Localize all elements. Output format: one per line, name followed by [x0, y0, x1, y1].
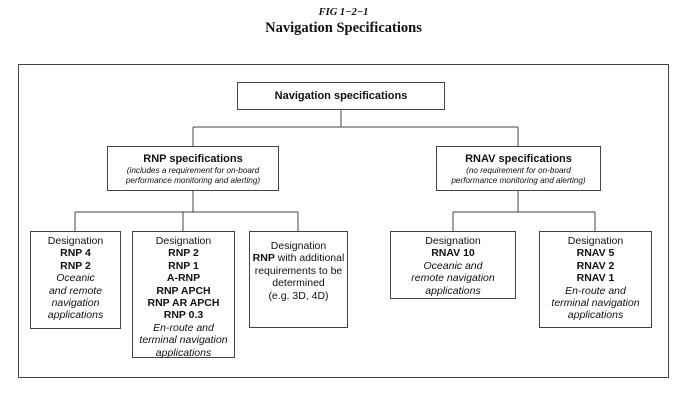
application-text: En-route and [153, 321, 214, 334]
designation-code: RNAV 2 [576, 259, 615, 272]
application-text: terminal navigation [551, 297, 640, 310]
rnp-enroute-designation-box: Designation RNP 2 RNP 1 A-RNP RNP APCH R… [132, 231, 235, 359]
rnav-oceanic-designation-box: Designation RNAV 10 Oceanic and remote n… [390, 231, 516, 299]
designation-line: RNP with additional [250, 252, 347, 264]
application-text: applications [567, 309, 624, 322]
rnav-specifications-box: RNAV specifications (no requirement for … [436, 146, 601, 191]
rnav-specifications-note-1: (no requirement for on-board [466, 166, 571, 175]
application-text: Oceanic [56, 272, 95, 285]
rnav-enroute-designation-box: Designation RNAV 5 RNAV 2 RNAV 1 En-rout… [539, 231, 652, 328]
rnp-specifications-box: RNP specifications (includes a requireme… [107, 146, 279, 191]
rnp-specifications-note-1: (includes a requirement for on-board [126, 166, 260, 175]
application-text: En-route and [565, 284, 626, 297]
designation-heading: Designation [270, 240, 327, 252]
application-text: applications [47, 309, 104, 322]
designation-code: A-RNP [166, 272, 201, 285]
application-text: applications [425, 284, 481, 297]
designation-line-rest: with additional [274, 252, 345, 265]
application-text: remote navigation [411, 272, 495, 285]
rnav-specifications-title: RNAV specifications [465, 153, 572, 165]
designation-code: RNAV 5 [576, 247, 615, 260]
application-text: Oceanic and [423, 259, 483, 272]
designation-code: RNP 4 [60, 247, 91, 260]
application-text: navigation [51, 297, 100, 310]
designation-code: RNP AR APCH [147, 297, 220, 310]
designation-code: RNP 0.3 [163, 309, 204, 322]
requirement-text: determined [272, 277, 325, 290]
navigation-specifications-box: Navigation specifications [237, 82, 445, 110]
diagram-frame [18, 64, 669, 378]
application-text: terminal navigation [139, 334, 228, 347]
rnav-specifications-note-2: performance monitoring and alerting) [451, 175, 586, 185]
rnp-oceanic-designation-box: Designation RNP 4 RNP 2 Oceanic and remo… [30, 231, 121, 329]
designation-code: RNP APCH [156, 284, 211, 297]
figure-title: Navigation Specifications [265, 20, 422, 36]
designation-heading: Designation [47, 235, 104, 247]
designation-code: RNP 2 [168, 247, 199, 260]
application-text: applications [155, 346, 212, 359]
requirement-text: requirements to be [254, 264, 343, 277]
designation-heading: Designation [425, 235, 481, 247]
designation-code: RNP [252, 252, 275, 265]
designation-heading: Designation [155, 235, 212, 247]
application-text: and remote [48, 284, 103, 297]
rnp-specifications-note-2: performance monitoring and alerting) [125, 175, 261, 185]
designation-code: RNAV 1 [576, 272, 615, 285]
rnp-specifications-title: RNP specifications [143, 153, 243, 165]
designation-code: RNP 2 [60, 259, 91, 272]
rnp-future-designation-box: Designation RNP with additional requirem… [249, 231, 348, 328]
requirement-text: (e.g. 3D, 4D) [268, 289, 329, 302]
designation-code: RNP 1 [168, 259, 199, 272]
designation-code: RNAV 10 [431, 247, 475, 260]
designation-heading: Designation [567, 235, 624, 247]
figure-label: FIG 1−2−1 [318, 7, 369, 18]
